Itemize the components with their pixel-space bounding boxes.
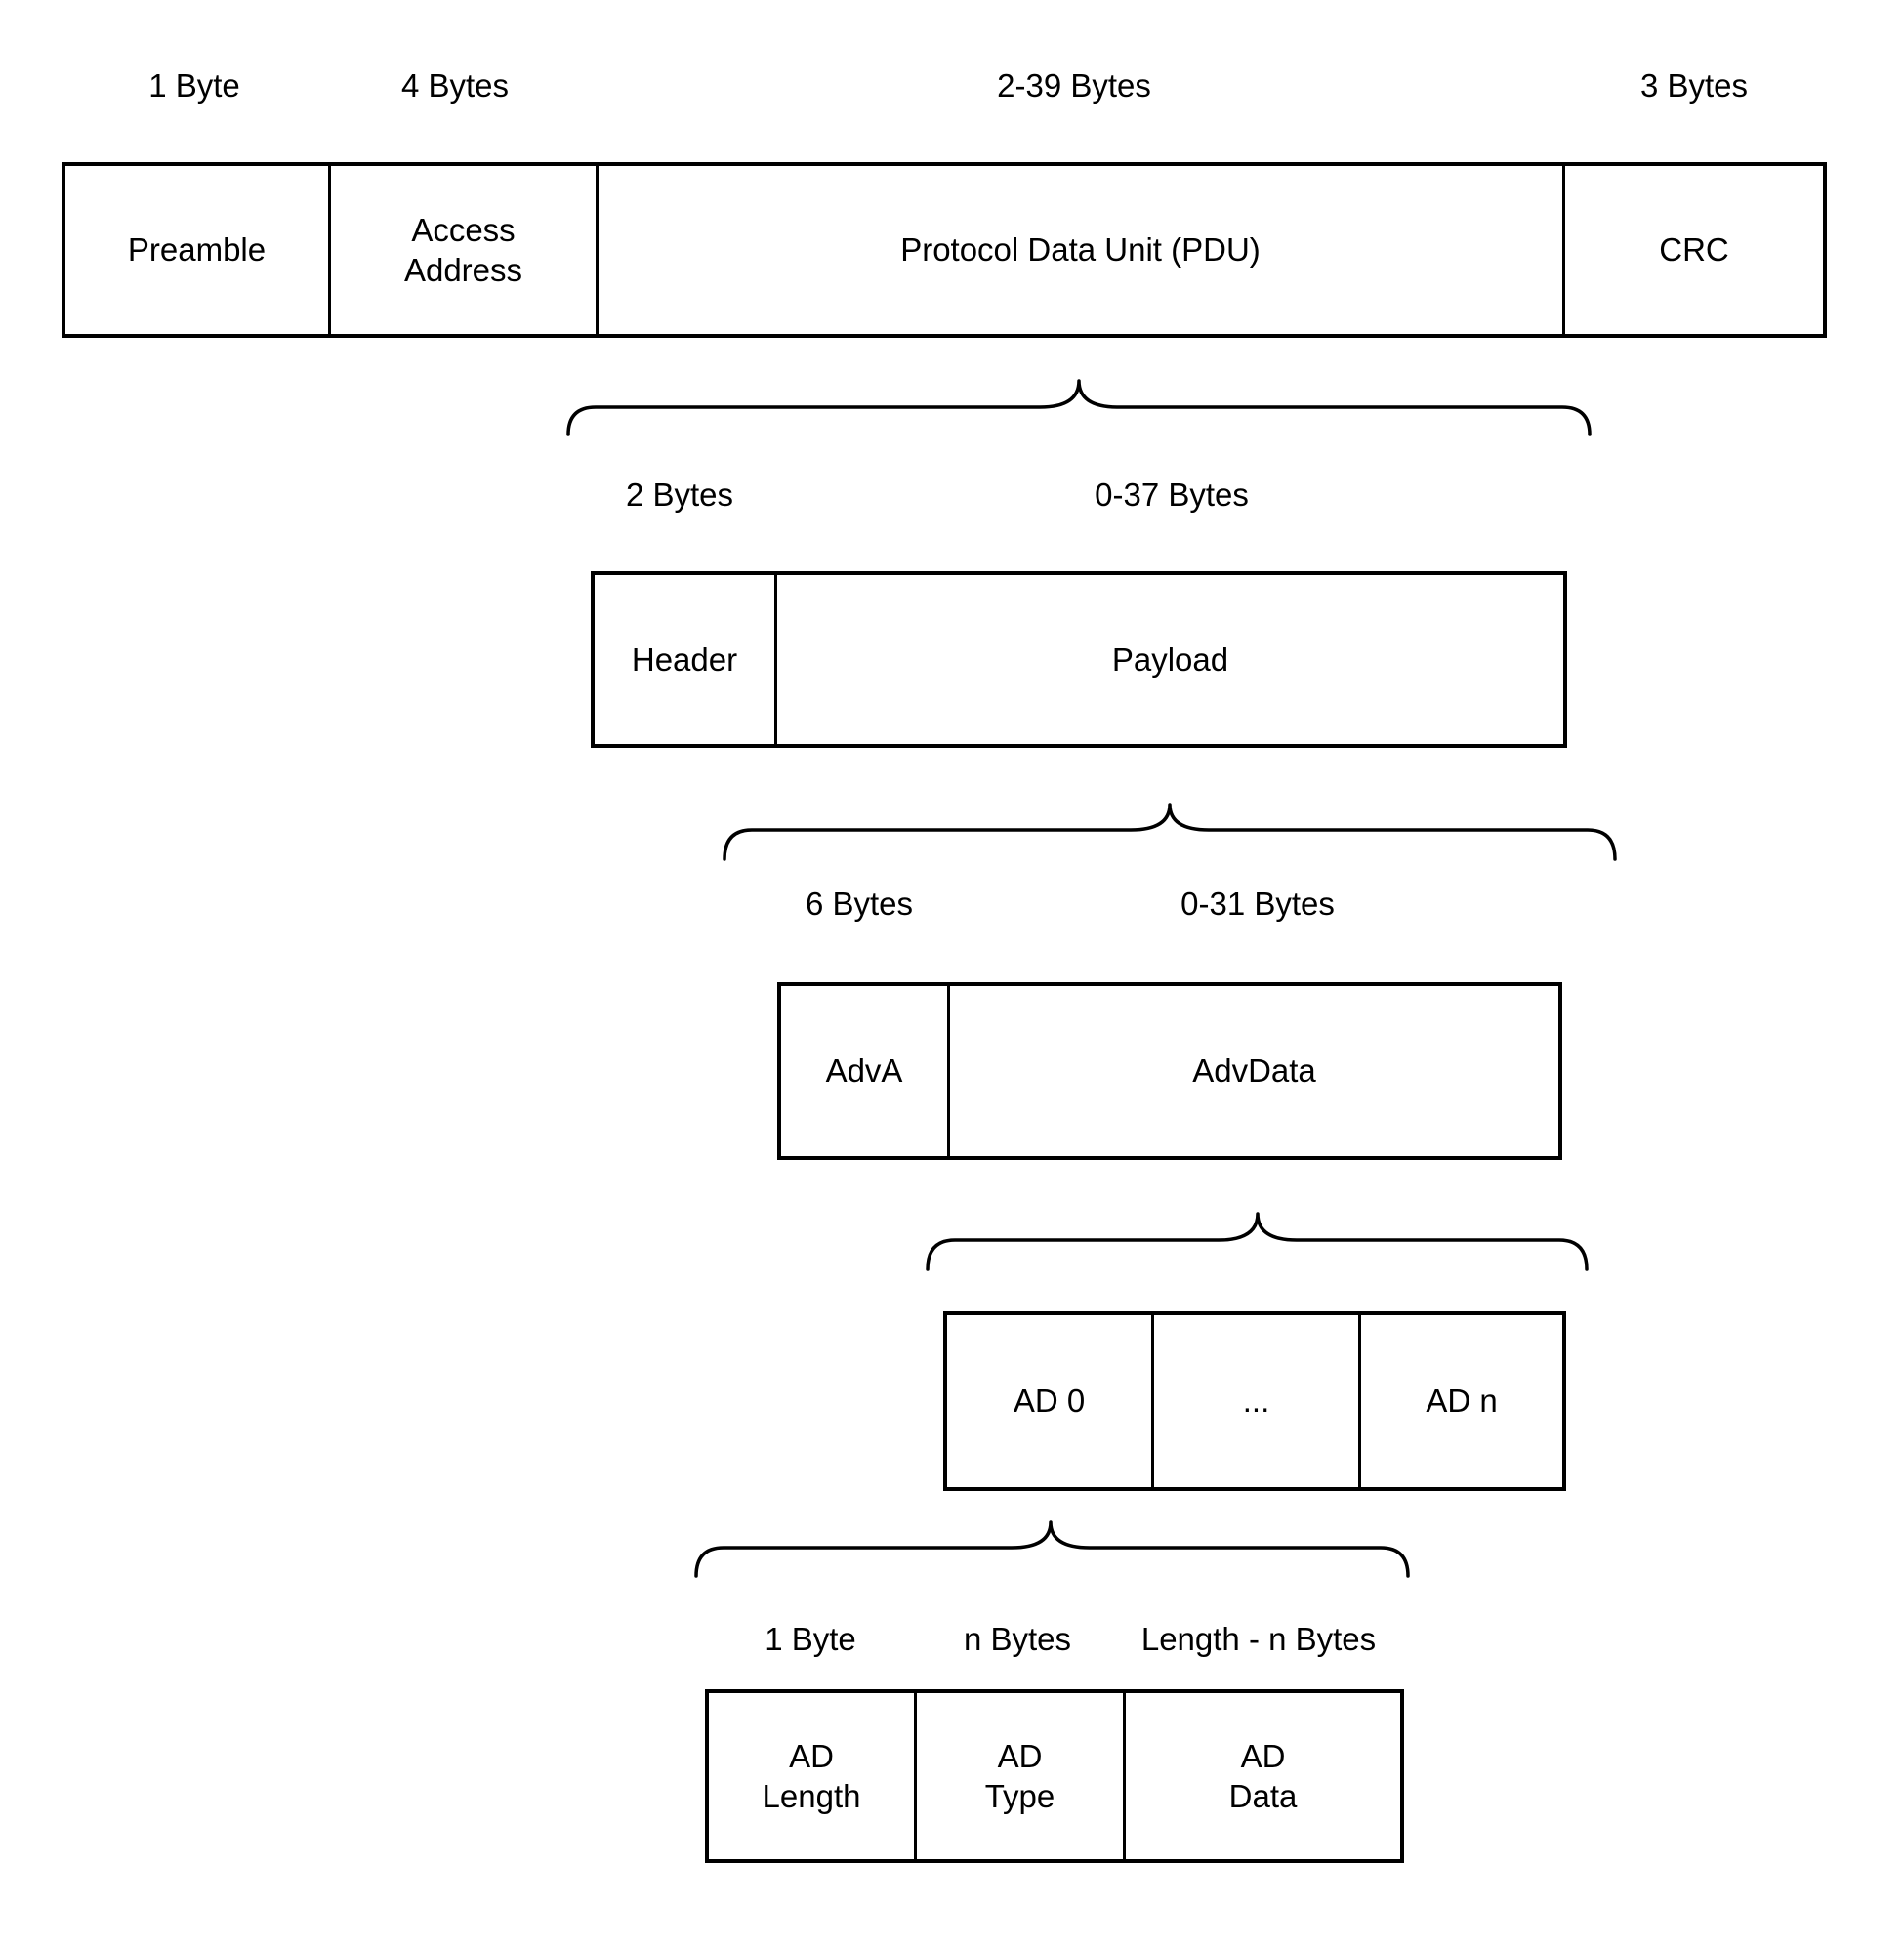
ad-data-cell: AD Data xyxy=(1123,1693,1400,1859)
pdu-brace xyxy=(566,379,1592,436)
access-address-cell: Access Address xyxy=(328,166,596,334)
ad-type-cell: AD Type xyxy=(914,1693,1123,1859)
ellipsis-cell: ... xyxy=(1151,1315,1358,1487)
size-label-ad-length: 1 Byte xyxy=(765,1621,856,1657)
advdata-brace xyxy=(926,1212,1589,1271)
advdata-cell: AdvData xyxy=(947,986,1558,1156)
ad-structure-row: AD Length AD Type AD Data xyxy=(705,1689,1404,1863)
advdata-expansion-row: AD 0 ... AD n xyxy=(943,1311,1566,1491)
crc-cell: CRC xyxy=(1562,166,1823,334)
header-cell: Header xyxy=(631,641,738,678)
size-label-header: 2 Bytes xyxy=(625,477,734,513)
ad0-brace xyxy=(694,1520,1410,1578)
packet-row: Preamble Access Address Protocol Data Un… xyxy=(62,162,1827,338)
ad0-cell: AD 0 xyxy=(1013,1383,1086,1420)
pdu-expansion-row: Header Payload xyxy=(591,571,1567,748)
size-label-payload: 0-37 Bytes xyxy=(1095,477,1249,513)
size-label-crc: 3 Bytes xyxy=(1639,67,1749,104)
ad-length-cell: AD Length xyxy=(762,1737,861,1814)
adva-cell: AdvA xyxy=(825,1053,903,1090)
size-label-adva: 6 Bytes xyxy=(805,886,914,922)
adn-cell: AD n xyxy=(1358,1315,1562,1487)
size-label-ad-data: Length - n Bytes xyxy=(1140,1621,1377,1657)
payload-expansion-row: AdvA AdvData xyxy=(777,982,1562,1160)
size-label-access-address: 4 Bytes xyxy=(400,67,510,104)
size-label-advdata: 0-31 Bytes xyxy=(1180,886,1335,922)
preamble-cell: Preamble xyxy=(127,231,267,269)
payload-cell: Payload xyxy=(774,575,1563,744)
pdu-cell: Protocol Data Unit (PDU) xyxy=(596,166,1562,334)
size-label-preamble: 1 Byte xyxy=(148,67,240,104)
size-label-ad-type: n Bytes xyxy=(963,1621,1072,1657)
size-label-pdu: 2-39 Bytes xyxy=(997,67,1151,104)
payload-brace xyxy=(723,803,1617,861)
